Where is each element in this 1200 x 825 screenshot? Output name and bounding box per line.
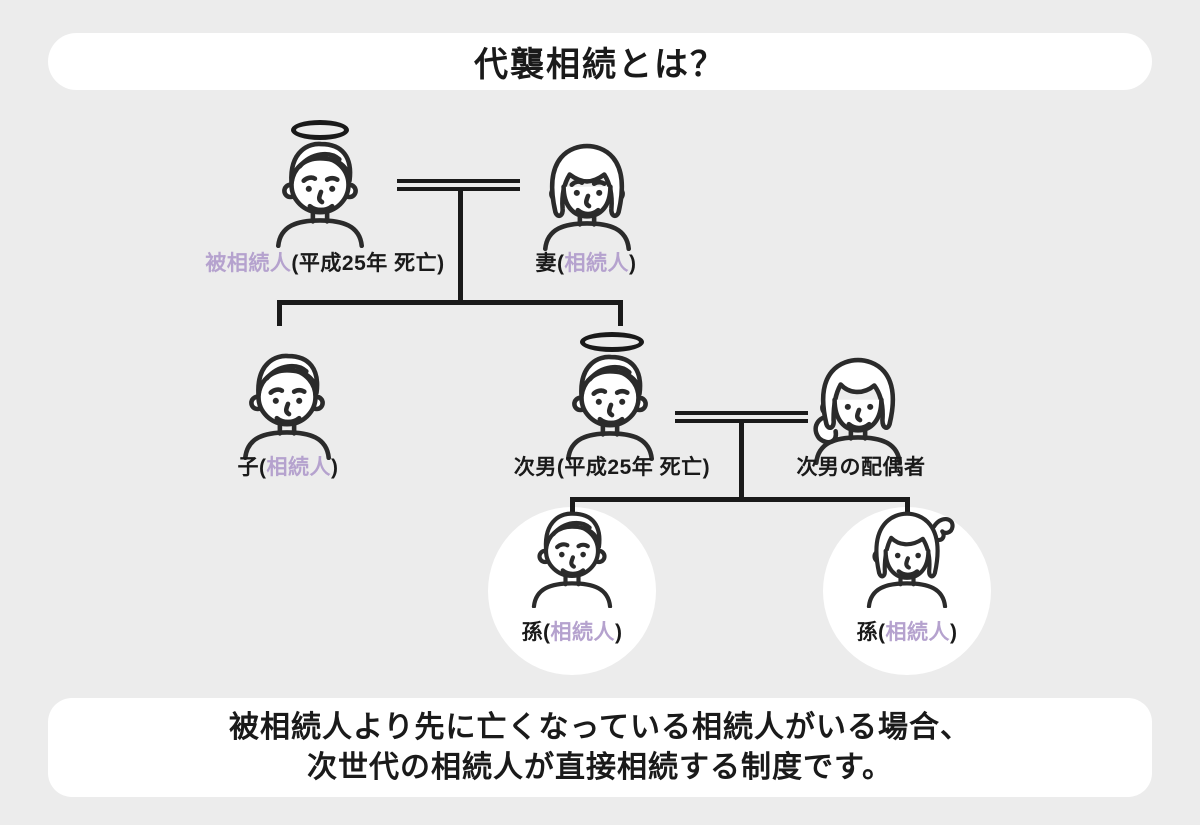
- halo-icon-deceased-father: [291, 120, 349, 140]
- title-panel: 代襲相続とは？: [48, 33, 1152, 90]
- man-face-icon: [263, 140, 377, 248]
- girl-ponytail-face-icon: [855, 510, 959, 609]
- label-grandchild-boy: 孫(相続人): [521, 621, 623, 644]
- descent-line-gen1: [458, 191, 463, 303]
- drop-line-child: [277, 303, 282, 326]
- label-deceased-father: 被相続人(平成25年 死亡): [205, 252, 445, 275]
- boy-face-icon: [520, 510, 624, 609]
- footer-text-line1: 被相続人より先に亡くなっている相続人がいる場合、: [229, 710, 971, 744]
- person-deceased-father: [263, 140, 377, 248]
- marriage-line-top-upper: [397, 179, 520, 183]
- descent-line-gen2: [739, 421, 744, 500]
- person-grandchild-boy: [520, 510, 624, 609]
- person-wife: [530, 143, 644, 251]
- footer-text-line2: 次世代の相続人が直接相続する制度です。: [307, 750, 893, 784]
- man-face-icon: [230, 352, 344, 460]
- label-grandchild-girl: 孫(相続人): [856, 621, 958, 644]
- footer-panel: 被相続人より先に亡くなっている相続人がいる場合、 次世代の相続人が直接相続する制…: [48, 698, 1152, 797]
- woman-bob-face-icon: [530, 143, 644, 251]
- person-second-son: [553, 353, 667, 461]
- drop-line-second-son: [618, 303, 623, 326]
- person-child: [230, 352, 344, 460]
- label-wife: 妻(相続人): [535, 252, 637, 275]
- sibling-bar-gen2: [277, 300, 623, 305]
- marriage-line-second-upper: [675, 411, 808, 415]
- page-title: 代襲相続とは？: [474, 46, 726, 84]
- label-second-son-spouse: 次男の配偶者: [796, 456, 926, 479]
- woman-ponytail-face-icon: [801, 357, 915, 465]
- man-face-icon: [553, 353, 667, 461]
- halo-icon-second-son: [580, 332, 644, 352]
- person-grandchild-girl: [855, 510, 959, 609]
- label-child: 子(相続人): [237, 456, 339, 479]
- person-second-son-spouse: [801, 357, 915, 465]
- sibling-bar-gen3: [570, 497, 910, 502]
- label-second-son: 次男(平成25年 死亡): [513, 456, 711, 479]
- marriage-line-top-lower: [397, 187, 520, 191]
